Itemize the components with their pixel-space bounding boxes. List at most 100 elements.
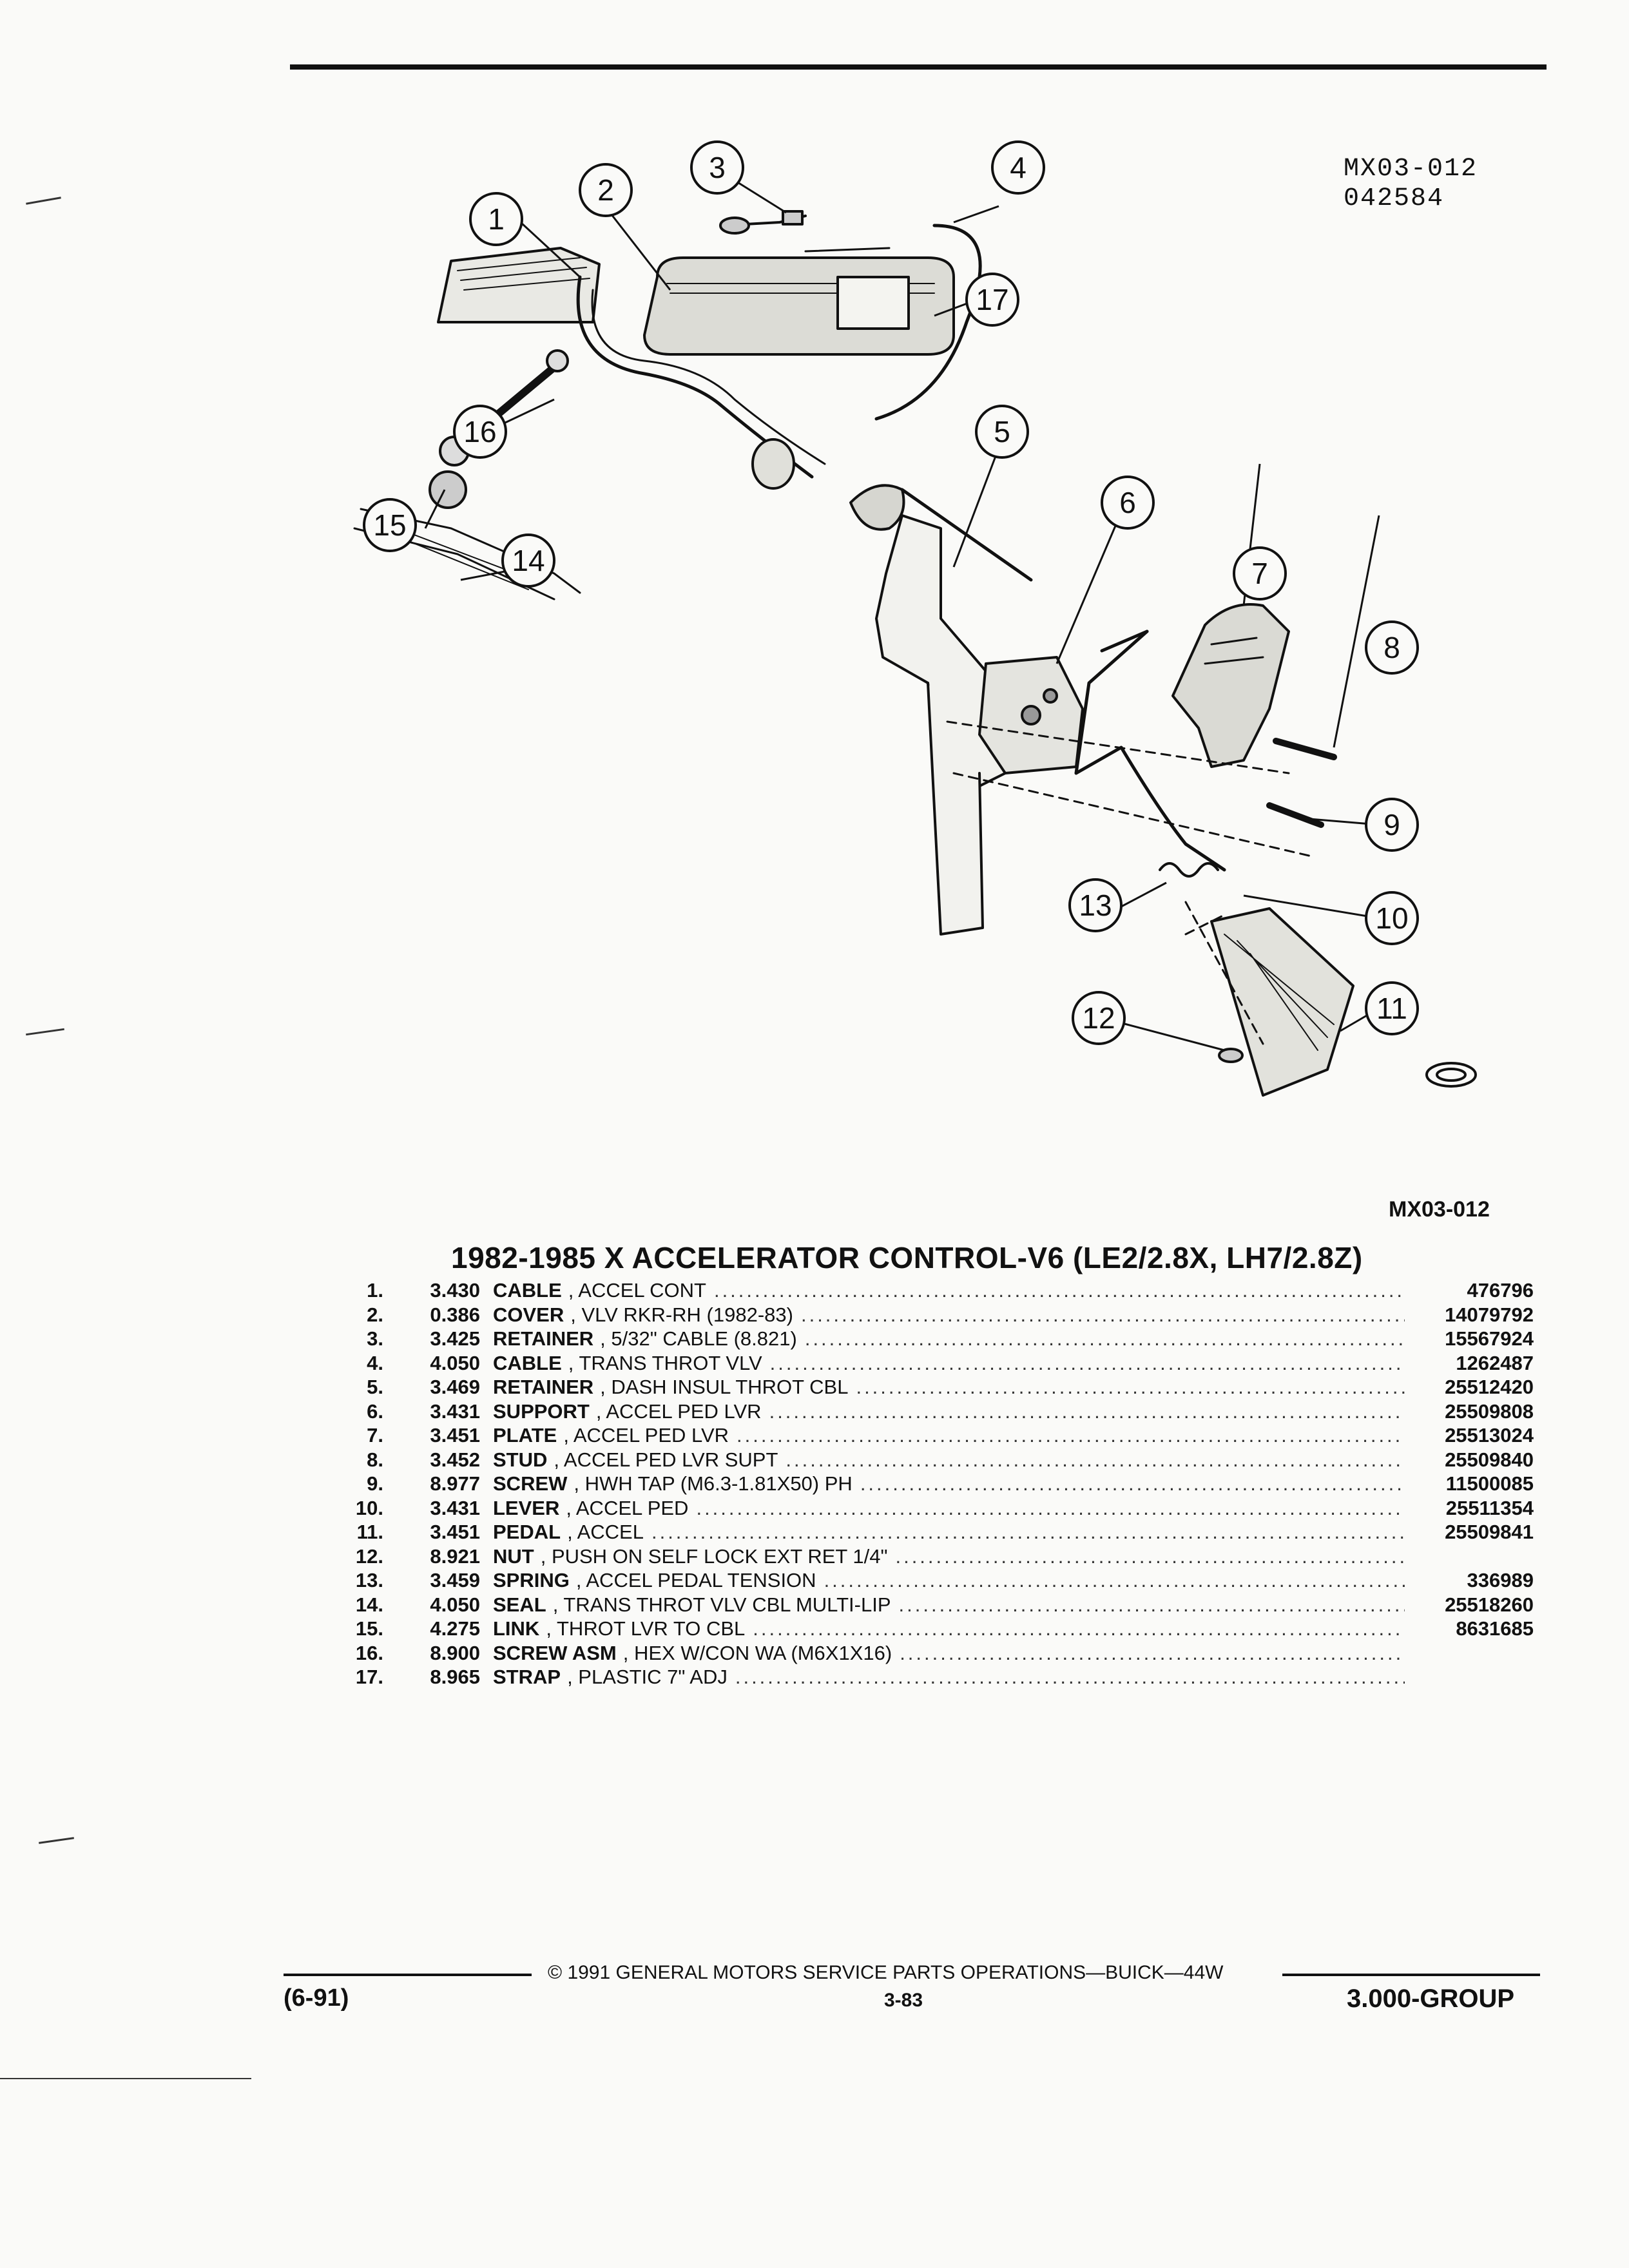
part-catalog-number: 15567924 — [1445, 1327, 1534, 1350]
part-group-code: 3.451 — [430, 1424, 480, 1446]
callout-3: 3 — [709, 151, 726, 184]
part-catalog-number: 476796 — [1467, 1279, 1534, 1302]
part-description: , ACCEL — [567, 1521, 644, 1543]
scan-mark — [26, 197, 61, 205]
leader-dots: ........................................… — [769, 1399, 1405, 1423]
callout-9: 9 — [1383, 808, 1400, 841]
part-group-code: 3.452 — [430, 1448, 480, 1471]
leader-dots: ........................................… — [800, 1303, 1405, 1326]
part-group-code: 3.451 — [430, 1521, 480, 1543]
part-group-code: 8.977 — [430, 1472, 480, 1495]
part-number-index: 9. — [367, 1472, 383, 1495]
callout-16: 16 — [463, 415, 496, 448]
part-number-index: 15. — [355, 1617, 383, 1640]
accel-pedal — [1210, 907, 1354, 1097]
leader-dots: ........................................… — [895, 1544, 1405, 1568]
part-description: , TRANS THROT VLV CBL MULTI-LIP — [552, 1593, 891, 1616]
part-description: , ACCEL PEDAL TENSION — [575, 1569, 816, 1591]
part-group-code: 3.431 — [430, 1399, 480, 1423]
part-group-code: 8.921 — [430, 1544, 480, 1568]
part-name: SUPPORT — [493, 1399, 590, 1423]
callout-7: 7 — [1251, 557, 1268, 590]
leader-dots: ........................................… — [898, 1593, 1405, 1616]
part-number-index: 11. — [356, 1521, 383, 1543]
pedal-lever — [1074, 629, 1226, 872]
callout-5: 5 — [994, 415, 1010, 448]
callout-1: 1 — [488, 202, 505, 236]
part-group-code: 4.275 — [430, 1617, 480, 1640]
part-name: CABLE — [493, 1351, 562, 1374]
callout-6: 6 — [1119, 486, 1136, 519]
part-group-code: 3.425 — [430, 1327, 480, 1350]
part-description: , HWH TAP (M6.3-1.81X50) PH — [574, 1472, 853, 1495]
leader-dots: ........................................… — [713, 1279, 1405, 1302]
footer-left-rule — [284, 1974, 532, 1976]
part-number-index: 4. — [367, 1351, 383, 1374]
part-name: LEVER — [493, 1496, 560, 1519]
callout-15: 15 — [373, 508, 406, 542]
part-catalog-number: 14079792 — [1445, 1303, 1534, 1326]
part-group-code: 3.469 — [430, 1376, 480, 1398]
part-description: , DASH INSUL THROT CBL — [600, 1376, 849, 1398]
footer-copyright: © 1991 GENERAL MOTORS SERVICE PARTS OPER… — [548, 1962, 1224, 1983]
part-group-code: 3.430 — [430, 1279, 480, 1302]
figure-id-top: MX03-012 042584 — [1344, 155, 1478, 214]
part-name: SPRING — [493, 1569, 570, 1591]
leader-dots: ........................................… — [804, 1327, 1405, 1350]
part-catalog-number: 25509808 — [1445, 1399, 1534, 1423]
lever-screw — [1266, 802, 1324, 828]
leader-dots: ........................................… — [735, 1666, 1405, 1688]
parts-list-title: 1982-1985 X ACCELERATOR CONTROL-V6 (LE2/… — [451, 1241, 1363, 1274]
figure-code-bottom: MX03-012 — [1389, 1197, 1490, 1222]
part-description: , ACCEL PED — [566, 1496, 689, 1519]
part-name: SCREW — [493, 1472, 568, 1495]
part-description: , PUSH ON SELF LOCK EXT RET 1/4" — [540, 1544, 888, 1568]
part-catalog-number: 336989 — [1467, 1569, 1534, 1591]
footer-right-rule — [1282, 1974, 1540, 1976]
lever-stud — [1273, 738, 1337, 760]
part-description: , ACCEL PED LVR — [595, 1399, 762, 1423]
part-number-index: 2. — [367, 1303, 383, 1326]
leader-dots: ........................................… — [753, 1617, 1405, 1640]
part-number-index: 5. — [367, 1376, 383, 1398]
leader-dots: ........................................… — [769, 1351, 1405, 1374]
part-number-index: 7. — [367, 1424, 383, 1446]
part-description: , ACCEL CONT — [568, 1279, 706, 1302]
part-number-index: 1. — [367, 1279, 383, 1302]
part-catalog-number: 25509841 — [1445, 1521, 1534, 1543]
part-name: LINK — [493, 1617, 540, 1640]
leader-dots: ........................................… — [900, 1641, 1405, 1664]
part-description: , HEX W/CON WA (M6X1X16) — [622, 1641, 892, 1664]
push-nut — [1218, 1048, 1244, 1063]
part-description: , TRANS THROT VLV — [568, 1351, 762, 1374]
callout-13: 13 — [1079, 889, 1112, 922]
part-number-index: 12. — [355, 1544, 383, 1568]
leader-dots: ........................................… — [696, 1496, 1405, 1519]
part-catalog-number: 1262487 — [1456, 1351, 1534, 1374]
part-catalog-number: 25512420 — [1445, 1376, 1534, 1398]
callout-14: 14 — [512, 544, 545, 577]
part-description: , 5/32" CABLE (8.821) — [600, 1327, 797, 1350]
top-rule — [290, 64, 1547, 70]
leader-dots: ........................................… — [824, 1569, 1405, 1591]
part-catalog-number: 25509840 — [1445, 1448, 1534, 1471]
callout-11: 11 — [1376, 992, 1407, 1025]
part-catalog-number: 25513024 — [1445, 1424, 1534, 1446]
part-number-index: 8. — [367, 1448, 383, 1471]
part-number-index: 3. — [367, 1327, 383, 1350]
part-number-index: 17. — [355, 1666, 383, 1688]
part-name: PEDAL — [493, 1521, 561, 1543]
part-group-code: 0.386 — [430, 1303, 480, 1326]
part-group-code: 8.965 — [430, 1666, 480, 1688]
callout-4: 4 — [1010, 151, 1027, 184]
gm-logo-icon — [1425, 1062, 1477, 1088]
